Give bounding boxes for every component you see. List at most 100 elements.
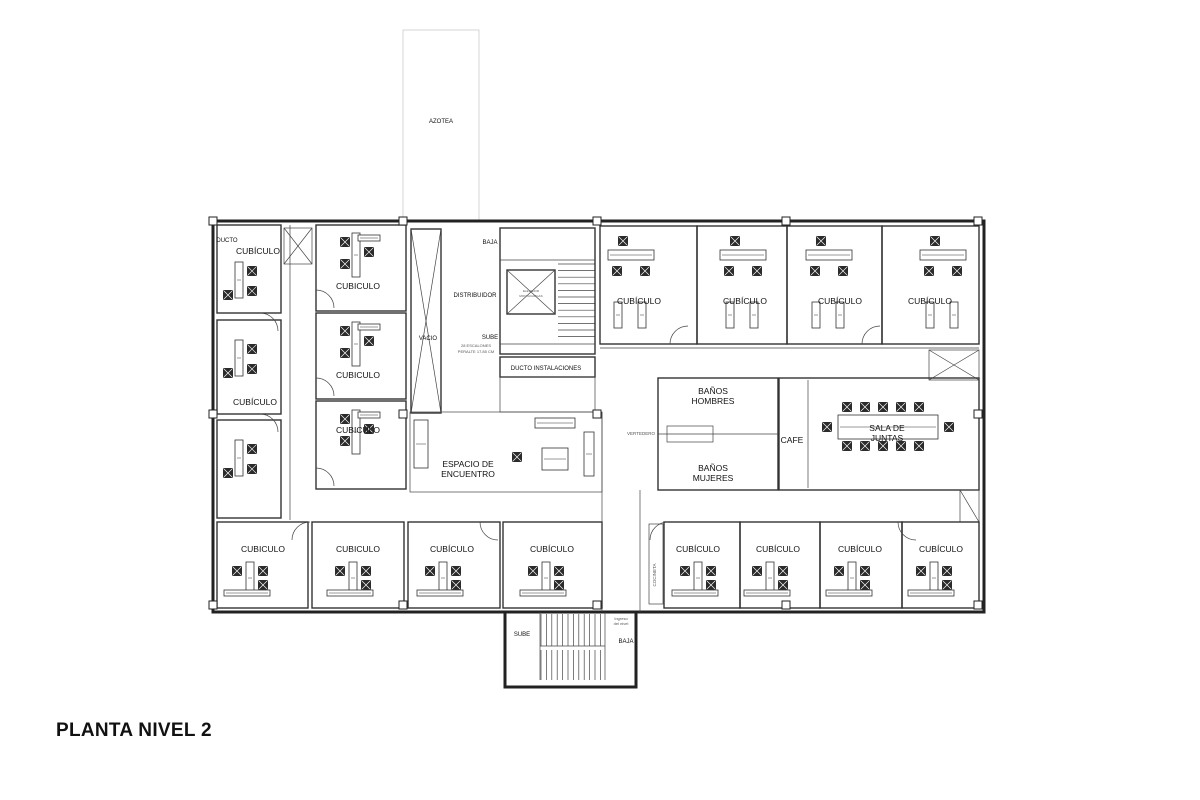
chair-detail [340, 436, 350, 446]
plan-title: PLANTA NIVEL 2 [56, 720, 212, 741]
stair-baja-label: BAJA [482, 240, 497, 246]
room-label-cubiculo-e1: CUBÍCULO [676, 544, 720, 554]
room-label-cubiculo-d2: CUBICULO [336, 544, 380, 554]
stair-riser-label: PERALTE 17.85 CM [458, 349, 494, 354]
lower-stair-baja-label: BAJA [618, 639, 633, 645]
vacio-label: VACIO [419, 336, 438, 342]
chair-detail [640, 266, 650, 276]
cafe-label: CAFE [781, 435, 804, 445]
cocineta-label: COCINETA [652, 564, 657, 587]
structural-column [208, 600, 218, 610]
room-label-cubiculo-d4: CUBÍCULO [530, 544, 574, 554]
chair-detail [247, 444, 257, 454]
chair-detail [730, 236, 740, 246]
chair-detail [554, 566, 564, 576]
chair-detail [916, 566, 926, 576]
chair-detail [834, 566, 844, 576]
chair-detail [706, 580, 716, 590]
chair-detail [842, 402, 852, 412]
room-label-cubiculo-b3: CUBICULO [336, 425, 380, 435]
room-labels: AZOTEA DUCTO CUBÍCULO CUBÍCULO CUBICULO … [216, 119, 963, 645]
chair-detail [340, 259, 350, 269]
chair-detail [340, 237, 350, 247]
sala-label-1: SALA DE [869, 423, 905, 433]
structural-column [973, 216, 983, 226]
structural-column [592, 600, 602, 610]
elevator-label-1: ELEVADOR [523, 289, 540, 293]
structural-column [973, 600, 983, 610]
room-label-cubiculo-b2: CUBICULO [336, 370, 380, 380]
chair-detail [451, 580, 461, 590]
stair-sube-label: SUBE [482, 335, 498, 341]
chair-detail [752, 566, 762, 576]
banos-m-label-1: BAÑOS [698, 463, 728, 473]
sala-label-2: JUNTAS [871, 433, 904, 443]
chair-detail [335, 566, 345, 576]
chair-detail [554, 580, 564, 590]
chair-detail [752, 266, 762, 276]
chair-detail [914, 441, 924, 451]
chair-detail [878, 441, 888, 451]
room-label-cubiculo-c1: CUBÍCULO [617, 296, 661, 306]
lower-stair-box [503, 610, 638, 689]
chair-detail [612, 266, 622, 276]
chair-detail [896, 441, 906, 451]
banos-h-label-2: HOMBRES [692, 396, 735, 406]
ducto-label: DUCTO [216, 238, 238, 244]
chair-detail [842, 441, 852, 451]
lower-stair-sube-label: SUBE [514, 632, 530, 638]
chair-detail [838, 266, 848, 276]
chair-detail [944, 422, 954, 432]
chair-detail [810, 266, 820, 276]
ingreso-label-2: del nivel [614, 621, 629, 626]
chair-detail [364, 424, 374, 434]
chair-detail [223, 468, 233, 478]
ducto-instalaciones-label: DUCTO INSTALACIONES [511, 366, 581, 372]
structural-column [781, 600, 791, 610]
door-swings [259, 289, 917, 541]
chair-detail [258, 566, 268, 576]
chair-detail [247, 266, 257, 276]
chair-detail [340, 348, 350, 358]
chair-detail [247, 286, 257, 296]
structural-column [973, 409, 983, 419]
chair-detail [896, 402, 906, 412]
chair-detail [223, 290, 233, 300]
chair-detail [618, 236, 628, 246]
vertedero-label: VERTEDERO [627, 431, 655, 436]
chair-detail [942, 566, 952, 576]
chair-detail [258, 580, 268, 590]
structural-column [208, 409, 218, 419]
room-label-cubiculo-c4: CUBÍCULO [908, 296, 952, 306]
chair-detail [528, 566, 538, 576]
chair-detail [247, 344, 257, 354]
chair-detail [860, 441, 870, 451]
chair-detail [340, 414, 350, 424]
structural-column [398, 600, 408, 610]
chair-detail [724, 266, 734, 276]
chair-detail [822, 422, 832, 432]
room-label-cubiculo-b1: CUBICULO [336, 281, 380, 291]
chair-detail [924, 266, 934, 276]
structural-columns [208, 216, 983, 610]
room-label-cubiculo-e4: CUBÍCULO [919, 544, 963, 554]
structural-column [781, 216, 791, 226]
chair-detail [778, 566, 788, 576]
azotea-label: AZOTEA [429, 119, 453, 125]
ingreso-label-1: Ingreso [614, 616, 628, 621]
chair-detail [232, 566, 242, 576]
chair-detail [223, 368, 233, 378]
room-label-cubiculo-c3: CUBÍCULO [818, 296, 862, 306]
chair-detail [706, 566, 716, 576]
room-label-cubiculo-c2: CUBÍCULO [723, 296, 767, 306]
chair-detail [361, 566, 371, 576]
chair-detail [340, 326, 350, 336]
chair-detail [425, 566, 435, 576]
chair-detail [860, 580, 870, 590]
chair-detail [930, 236, 940, 246]
azotea-outline [402, 29, 480, 221]
structural-column [398, 216, 408, 226]
chair-detail [361, 580, 371, 590]
chair-detail [364, 336, 374, 346]
